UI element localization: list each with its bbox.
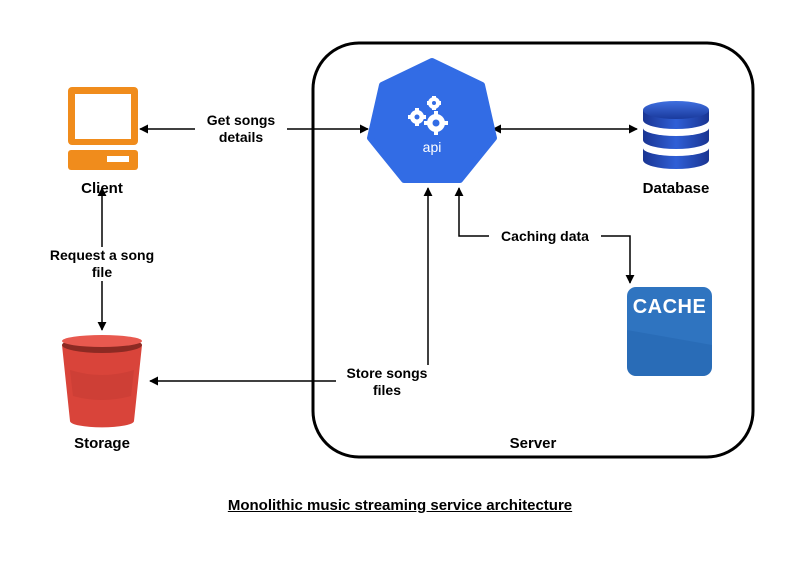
- database-icon: [643, 101, 709, 169]
- edge-label-store-songs: Store songs files: [336, 365, 438, 399]
- edge-api-storage: [149, 187, 433, 386]
- server-label: Server: [509, 435, 557, 452]
- edge-label-get-songs: Get songs details: [195, 112, 287, 146]
- api-icon-text: api: [422, 139, 442, 155]
- api-icon: [367, 58, 497, 183]
- cache-icon: [627, 287, 712, 376]
- edge-label-request-song: Request a song file: [38, 247, 166, 281]
- bucket-icon: [62, 335, 142, 428]
- database-label: Database: [642, 180, 710, 197]
- computer-icon: [68, 87, 138, 170]
- client-label: Client: [81, 180, 123, 197]
- storage-label: Storage: [74, 435, 130, 452]
- cache-icon-text: CACHE: [632, 296, 707, 318]
- diagram-caption: Monolithic music streaming service archi…: [227, 497, 573, 514]
- edge-label-caching: Caching data: [489, 228, 601, 245]
